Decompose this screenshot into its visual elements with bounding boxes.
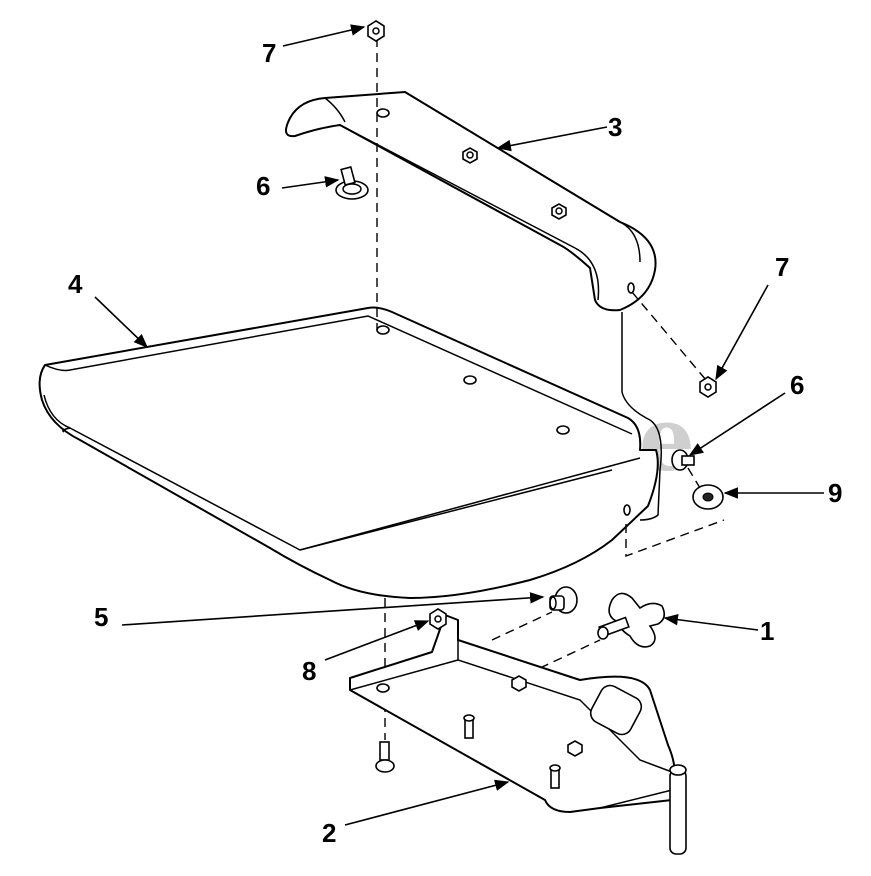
callout-6-right: 6 bbox=[790, 370, 804, 400]
part-8-nut[interactable] bbox=[429, 608, 447, 630]
callout-7-right: 7 bbox=[775, 252, 789, 282]
callout-7-top: 7 bbox=[262, 38, 276, 68]
callout-8: 8 bbox=[302, 656, 316, 686]
assembly-guide-lines bbox=[376, 38, 725, 740]
part-7-nut-top[interactable] bbox=[367, 20, 385, 42]
callout-5: 5 bbox=[94, 602, 108, 632]
callout-9: 9 bbox=[828, 478, 842, 508]
part-6-carriage-bolt-top[interactable] bbox=[335, 165, 369, 200]
leader-lines bbox=[94, 24, 824, 826]
part-9-washer[interactable] bbox=[692, 484, 724, 510]
part-3-upper-bracket[interactable] bbox=[285, 91, 657, 312]
callout-3: 3 bbox=[608, 112, 622, 142]
part-5-spacer[interactable] bbox=[549, 586, 578, 614]
part-2-lower-bracket[interactable] bbox=[349, 614, 687, 855]
callout-6-top: 6 bbox=[256, 171, 270, 201]
part-7-nut-right[interactable] bbox=[699, 376, 717, 398]
part-2-mounting-bolt[interactable] bbox=[375, 741, 395, 773]
callout-4: 4 bbox=[68, 269, 83, 299]
callout-2: 2 bbox=[322, 818, 336, 848]
part-1-knob[interactable] bbox=[597, 592, 666, 648]
part-4-seat-plate[interactable] bbox=[38, 306, 662, 599]
part-6-carriage-bolt-right[interactable] bbox=[671, 449, 695, 471]
callout-1: 1 bbox=[760, 616, 774, 646]
